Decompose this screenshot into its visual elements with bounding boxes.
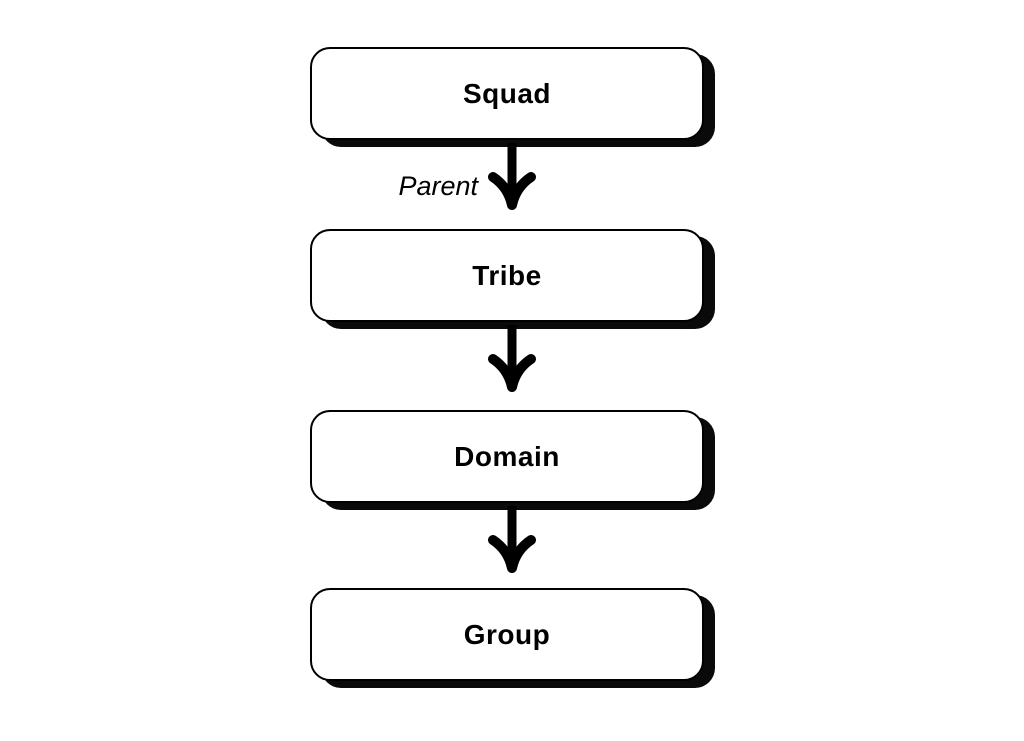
- down-arrow-icon: [488, 506, 536, 573]
- down-arrow-icon: [488, 325, 536, 392]
- node-group: Group: [310, 588, 704, 681]
- node-tribe-label: Tribe: [472, 259, 542, 291]
- node-tribe: Tribe: [310, 229, 704, 322]
- node-squad-label: Squad: [462, 77, 552, 109]
- node-domain: Domain: [310, 410, 704, 503]
- edge-parent-label: Parent: [398, 171, 478, 201]
- node-group-label: Group: [463, 618, 551, 650]
- down-arrow-icon: [488, 143, 536, 210]
- node-domain-label: Domain: [454, 440, 560, 472]
- node-squad: Squad: [310, 47, 704, 140]
